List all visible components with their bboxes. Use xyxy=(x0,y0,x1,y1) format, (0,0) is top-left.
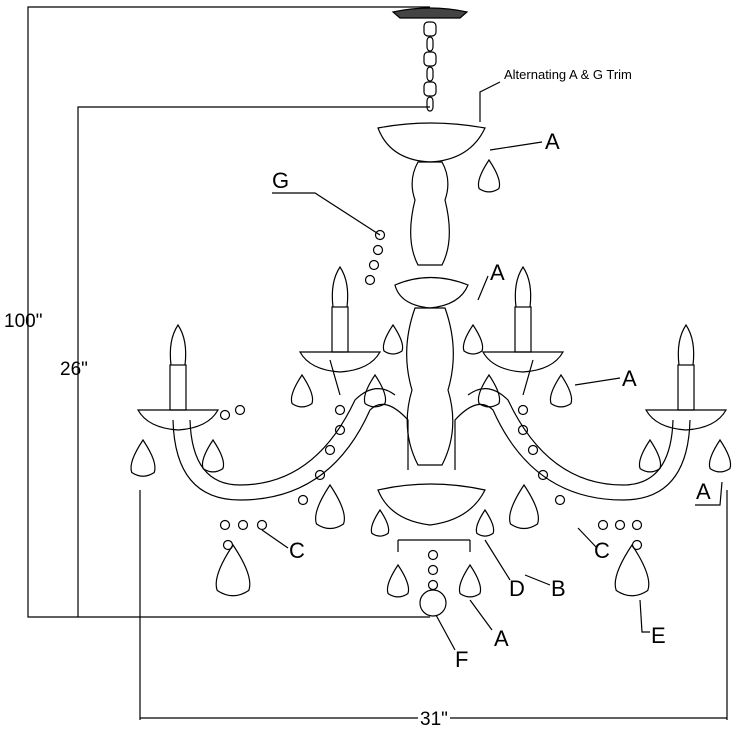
crystal-drop xyxy=(549,373,573,408)
trim-note: Alternating A & G Trim xyxy=(504,67,632,82)
crystal-bead xyxy=(427,564,439,576)
crystal-drop xyxy=(509,483,539,530)
chandelier-body xyxy=(172,122,691,552)
candle-cup xyxy=(644,409,728,431)
crystal-drop xyxy=(363,373,387,408)
crystal-bead xyxy=(364,274,376,286)
label-e: E xyxy=(651,623,666,648)
label-a-mid: A xyxy=(490,260,505,285)
crystal-drop xyxy=(477,373,501,408)
chain-link xyxy=(423,81,437,97)
chain xyxy=(423,21,437,112)
candle-cup xyxy=(298,351,382,373)
crystal-bead xyxy=(597,519,609,531)
crystal-drop xyxy=(386,563,410,598)
candle-cup xyxy=(481,351,565,373)
crystal-drop xyxy=(370,508,390,537)
crystal-bead xyxy=(631,519,643,531)
crystal-bead xyxy=(297,494,309,506)
crystal-bead xyxy=(614,519,626,531)
candle-sleeve xyxy=(677,364,695,411)
label-a-top: A xyxy=(545,129,560,154)
candle-flame-bulb xyxy=(331,265,349,308)
crystal-bead xyxy=(427,549,439,561)
crystal-drop xyxy=(382,323,404,355)
crystal-bead xyxy=(237,519,249,531)
leader-lines xyxy=(261,81,723,651)
crystal-bead xyxy=(219,519,231,531)
crystal-bead xyxy=(368,259,380,271)
crystal-drop xyxy=(475,508,495,537)
crystal-bead xyxy=(256,519,268,531)
candle-sleeve xyxy=(331,306,349,353)
label-g: G xyxy=(272,168,290,193)
dimension-width: 31" xyxy=(418,709,450,730)
label-c-left: C xyxy=(289,538,305,563)
crystal-bead xyxy=(631,539,643,551)
crystal-drop xyxy=(130,438,156,477)
dimension-height-body: 26" xyxy=(60,359,88,380)
chain-link xyxy=(426,96,434,112)
label-f: F xyxy=(455,647,469,672)
crystal-bead xyxy=(234,404,246,416)
chain-link xyxy=(423,51,437,67)
crystal-drop xyxy=(290,373,314,408)
crystal-bead xyxy=(374,229,386,241)
crystal-bead xyxy=(334,404,346,416)
candle-cup xyxy=(136,409,220,431)
canopy xyxy=(391,7,469,19)
crystal-drop xyxy=(215,543,251,597)
crystal-bead xyxy=(537,469,549,481)
crystal-drop xyxy=(708,438,732,473)
label-c-right: C xyxy=(594,538,610,563)
crystal-drops xyxy=(130,158,732,617)
crystal-bead-strands xyxy=(219,229,643,591)
crystal-bead xyxy=(427,579,439,591)
crystal-bead xyxy=(517,404,529,416)
crystal-bead xyxy=(554,494,566,506)
dimension-lines xyxy=(27,6,728,720)
crystal-ball xyxy=(419,589,447,617)
crystal-bead xyxy=(314,469,326,481)
label-b: B xyxy=(551,576,566,601)
crystal-bead xyxy=(334,424,346,436)
candle-sleeve xyxy=(169,364,187,411)
crystal-drop xyxy=(638,438,662,473)
crystal-bead xyxy=(324,444,336,456)
crystal-drop xyxy=(462,323,484,355)
label-d: D xyxy=(509,576,525,601)
label-a-far-right: A xyxy=(696,479,711,504)
crystal-bead xyxy=(219,409,231,421)
chain-link xyxy=(423,21,437,37)
chain-link xyxy=(426,36,434,52)
chain-link xyxy=(426,66,434,82)
crystal-drop xyxy=(614,543,650,597)
crystal-drop xyxy=(315,483,345,530)
crystal-drop xyxy=(477,158,501,193)
crystal-drop xyxy=(201,438,225,473)
crystal-bead xyxy=(517,424,529,436)
crystal-bead xyxy=(527,444,539,456)
label-a-bottom: A xyxy=(494,626,509,651)
crystal-drop xyxy=(458,563,482,598)
candle-flame-bulb xyxy=(169,323,187,366)
candle-sleeve xyxy=(514,306,532,353)
crystal-bead xyxy=(372,244,384,256)
dimension-height-overall: 100" xyxy=(4,311,43,332)
label-a-right: A xyxy=(622,366,637,391)
candle-flame-bulb xyxy=(514,265,532,308)
crystal-bead xyxy=(222,539,234,551)
candle-flame-bulb xyxy=(677,323,695,366)
candle-cups xyxy=(136,265,728,431)
